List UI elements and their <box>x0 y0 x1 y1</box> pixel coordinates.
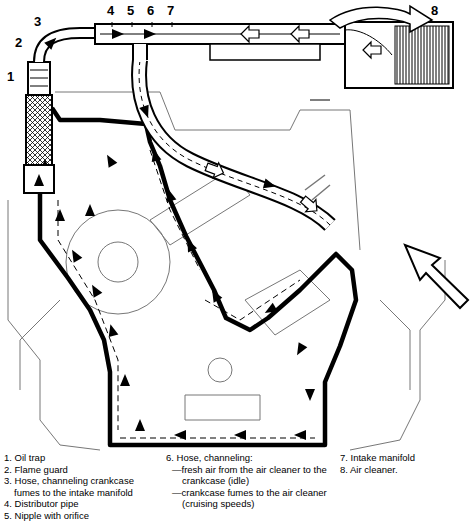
flame-guard <box>28 62 50 95</box>
callout-number: 1 <box>6 70 15 84</box>
callout-number: 8 <box>430 4 439 18</box>
legend-text: 3. Hose, channeling crankcase fumes to t… <box>4 475 162 498</box>
callout-number: 7 <box>166 4 175 18</box>
callout-number: 3 <box>33 15 42 29</box>
legend-text: 4. Distributor pipe <box>4 498 162 510</box>
legend-text: 5. Nipple with orifice <box>4 510 162 522</box>
callout-number: 5 <box>126 4 135 18</box>
hose <box>39 33 100 62</box>
callout-number: 2 <box>14 36 23 50</box>
callout-number: 6 <box>146 4 155 18</box>
legend-text: 7. Intake manifold <box>340 452 470 464</box>
legend-text: —fresh air from the air cleaner to the c… <box>172 464 336 487</box>
hose <box>139 60 330 225</box>
callout-number: 4 <box>106 4 115 18</box>
legend-text: 2. Flame guard <box>4 464 162 476</box>
legend-text: —crankcase fumes to the air cleaner (cru… <box>172 487 336 510</box>
air-cleaner <box>345 22 453 88</box>
legend-text: 6. Hose, channeling: <box>166 452 336 464</box>
legend-text: 8. Air cleaner. <box>340 464 470 476</box>
oil-trap <box>26 95 52 165</box>
legend-text: 1. Oil trap <box>4 452 162 464</box>
